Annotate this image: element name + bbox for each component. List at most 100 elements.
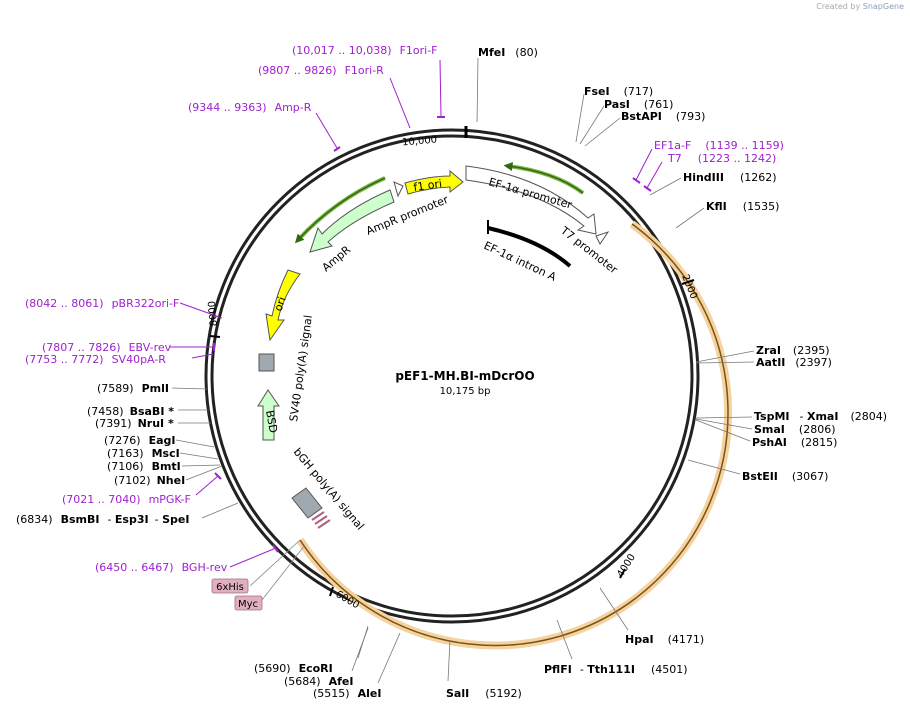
site-tth111i-name: Tth111I — [587, 663, 635, 676]
site-hpai-name: HpaI — [625, 633, 654, 646]
site-zrai: ZraI(2395) — [695, 344, 830, 363]
svg-text:HpaI(4171): HpaI(4171) — [625, 633, 704, 646]
svg-text:(7102)NheI: (7102)NheI — [114, 474, 185, 487]
primer-amp-r-range: (9344 .. 9363) — [188, 101, 267, 114]
site-kfli: KflI(1535) — [675, 200, 779, 229]
site-bsmbi-esp3i-spei: (6834)BsmBI- Esp3I- SpeI — [16, 502, 239, 526]
primer-ebv-rev-name: EBV-rev — [129, 341, 172, 354]
ampr-promoter-arrow — [393, 181, 404, 198]
svg-text:(8042 .. 8061)pBR322ori-F: (8042 .. 8061)pBR322ori-F — [25, 297, 179, 310]
site-sali-pos: (5192) — [485, 687, 522, 700]
tick-6000 — [329, 586, 334, 597]
site-smai: SmaI(2806) — [695, 418, 835, 436]
site-aatii-pos: (2397) — [795, 356, 832, 369]
site-sali-name: SalI — [446, 687, 469, 700]
site-zrai-name: ZraI — [756, 344, 781, 357]
ef1a-promoter-arrow — [465, 165, 597, 235]
svg-text:PshAI(2815): PshAI (2815) — [752, 436, 837, 449]
ampr-arrow — [309, 189, 395, 253]
primer-pbr322ori-f-range: (8042 .. 8061) — [25, 297, 104, 310]
his-connector — [249, 539, 301, 587]
site-ecori-pos: (5690) — [254, 662, 291, 675]
svg-text:SalI(5192): SalI (5192) — [446, 687, 522, 700]
svg-text:PasI(761): PasI(761) — [604, 98, 673, 111]
site-tspmi-xmai: TspMI- XmaI(2804) — [695, 410, 887, 423]
backbone-outer-ring — [204, 128, 700, 624]
primer-mpgk-f: (7021 .. 7040)mPGK-F — [62, 472, 222, 506]
primer-mpgk-f-name: mPGK-F — [149, 493, 191, 506]
his-tag-label: 6xHis — [216, 582, 244, 593]
svg-text:(7276)EagI: (7276)EagI — [104, 434, 175, 447]
svg-text:(9344 .. 9363)Amp-R: (9344 .. 9363)Amp-R — [188, 101, 312, 114]
backbone-inner-ring — [210, 134, 694, 618]
svg-text:EF1a-F(1139 .. 1159): EF1a-F(1139 .. 1159) — [654, 139, 784, 152]
myc-tag-box — [234, 595, 263, 611]
site-nrui-pos: (7391) — [95, 417, 132, 430]
site-mfei: MfeI(80) — [476, 46, 538, 123]
primer-t7: T7(1223 .. 1242) — [643, 152, 777, 192]
primer-f1ori-f-range: (10,017 .. 10,038) — [292, 44, 392, 57]
snapgene-credit: Created by SnapGene — [816, 2, 904, 11]
primer-ebv-rev: (7807 .. 7826)EBV-rev — [42, 341, 215, 354]
primer-f1ori-r-range: (9807 .. 9826) — [258, 64, 337, 77]
site-pmli-pos: (7589) — [97, 382, 134, 395]
svg-text:(7021 .. 7040)mPGK-F: (7021 .. 7040)mPGK-F — [62, 493, 191, 506]
bgh-polya-box — [291, 487, 323, 519]
site-aatii: AatII(2397) — [695, 356, 832, 369]
svg-text:HindIII(1262): HindIII(1262) — [683, 171, 777, 184]
primer-t7-range: (1223 .. 1242) — [698, 152, 777, 165]
primer-f1ori-r-name: F1ori-R — [345, 64, 385, 77]
site-pshai: PshAI (2815) — [695, 419, 837, 449]
site-bsabi-name: BsaBI * — [130, 405, 175, 418]
primer-bgh-rev-range: (6450 .. 6467) — [95, 561, 174, 574]
site-mfei-name: MfeI — [478, 46, 505, 59]
site-msci: (7163)MscI — [107, 447, 219, 460]
svg-text:(6834)BsmBI- Esp3I- SpeI: (6834)BsmBI- Esp3I- SpeI — [16, 513, 189, 526]
snapgene-logo: SnapGene — [862, 2, 904, 11]
ori-label: ori — [272, 295, 289, 313]
svg-text:PflFI- Tth111I(4501): PflFI- Tth111I(4501) — [544, 663, 688, 676]
site-alei: (5515)AleI — [313, 632, 401, 700]
site-pshai-name: PshAI — [752, 436, 787, 449]
site-tspmi-pos: (2804) — [850, 410, 887, 423]
tick-label-8000: 8000 — [207, 300, 220, 326]
tick-label-10000: 10,000 — [402, 135, 438, 149]
site-bmti-name: BmtI — [152, 460, 181, 473]
bsd-arrow — [257, 389, 280, 441]
svg-text:KflI(1535): KflI(1535) — [706, 200, 779, 213]
svg-text:FseI(717): FseI(717) — [584, 85, 653, 98]
svg-text:(9807 .. 9826)F1ori-R: (9807 .. 9826) F1ori-R — [258, 64, 384, 77]
site-kfli-pos: (1535) — [743, 200, 780, 213]
primer-f1ori-f: (10,017 .. 10,038)F1ori-F — [292, 44, 445, 118]
site-bsteii-pos: (3067) — [792, 470, 829, 483]
orf-arc — [296, 220, 732, 650]
primer-sv40pa-r-range: (7753 .. 7772) — [25, 353, 104, 366]
svg-text:(7391)NruI *: (7391) NruI * — [95, 417, 174, 430]
site-hindiii: HindIII(1262) — [649, 171, 777, 196]
primer-ef1a-f-name: EF1a-F — [654, 139, 691, 152]
svg-text:(5684)AfeI: (5684)AfeI — [284, 675, 353, 688]
primer-sv40pa-r-name: SV40pA-R — [112, 353, 167, 366]
site-nhei: (7102)NheI — [114, 465, 223, 487]
svg-text:(10,017 .. 10,038)F1ori-F: (10,017 .. 10,038)F1ori-F — [292, 44, 438, 57]
tick-4000 — [619, 568, 626, 579]
site-alei-pos: (5515) — [313, 687, 350, 700]
site-pshai-pos: (2815) — [801, 436, 838, 449]
site-bsabi: (7458)BsaBI * — [87, 405, 209, 418]
svg-text:(7807 .. 7826)EBV-rev: (7807 .. 7826)EBV-rev — [42, 341, 172, 354]
ori-arrow — [265, 269, 301, 342]
site-nrui-name: NruI * — [138, 417, 174, 430]
ef1a-primer-arrowhead — [503, 162, 584, 194]
site-bmti-pos: (7106) — [107, 460, 144, 473]
site-ecori-name: EcoRI — [299, 662, 333, 675]
site-nrui: (7391) NruI * — [95, 417, 211, 430]
site-afei: (5684)AfeI — [284, 627, 369, 688]
site-eagi-pos: (7276) — [104, 434, 141, 447]
site-pflfi-name: PflFI — [544, 663, 572, 676]
svg-text:(5690)EcoRI: (5690) EcoRI — [254, 662, 333, 675]
site-bstapi: BstAPI(793) — [584, 110, 705, 147]
svg-text:TspMI- XmaI(2804): TspMI- XmaI(2804) — [754, 410, 887, 423]
svg-text:(7753 .. 7772)SV40pA-R: (7753 .. 7772) SV40pA-R — [25, 353, 166, 366]
t7-promoter-arrow — [595, 231, 610, 245]
site-pflfi-pos: (4501) — [651, 663, 688, 676]
